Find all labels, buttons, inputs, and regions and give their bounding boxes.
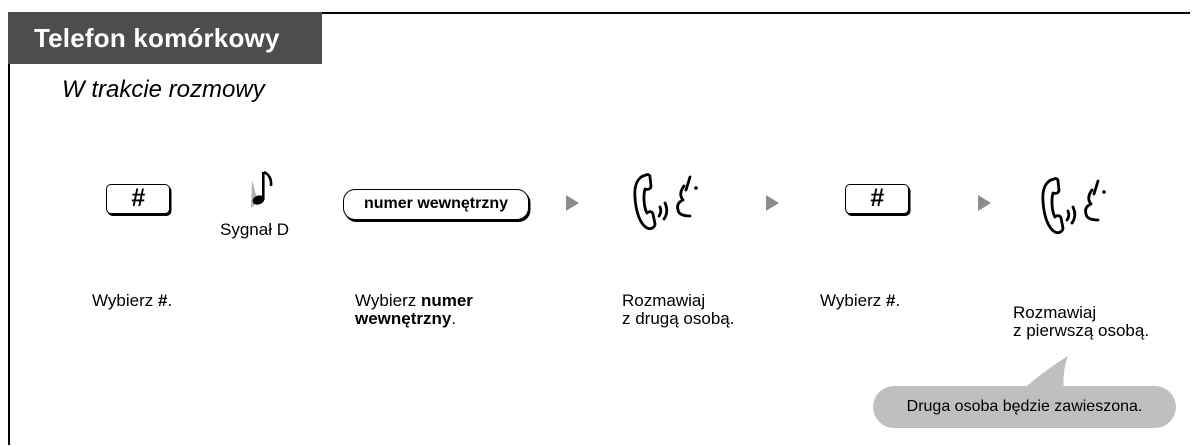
caption-dial-hash: Wybierz #. [92, 291, 173, 310]
section-subtitle: W trakcie rozmowy [62, 76, 265, 103]
hash-key-icon: # [106, 184, 170, 214]
talking-phone-icon [1041, 177, 1106, 235]
extension-number-key: numer wewnętrzny [343, 189, 529, 220]
content-frame [8, 12, 1190, 445]
music-note-icon [251, 170, 273, 208]
arrow-right-icon [566, 195, 579, 211]
arrow-right-icon [978, 195, 991, 211]
hash-key-icon: # [845, 184, 909, 214]
caption-dial-hash-2: Wybierz #. [820, 291, 901, 310]
page-title: Telefon komórkowy [8, 12, 322, 64]
arrow-right-icon [766, 195, 779, 211]
bubble-tail [1022, 356, 1068, 390]
talking-phone-icon [633, 173, 698, 231]
signal-label: Sygnał D [220, 220, 289, 239]
hold-note-bubble: Druga osoba będzie zawieszona. [873, 386, 1176, 428]
